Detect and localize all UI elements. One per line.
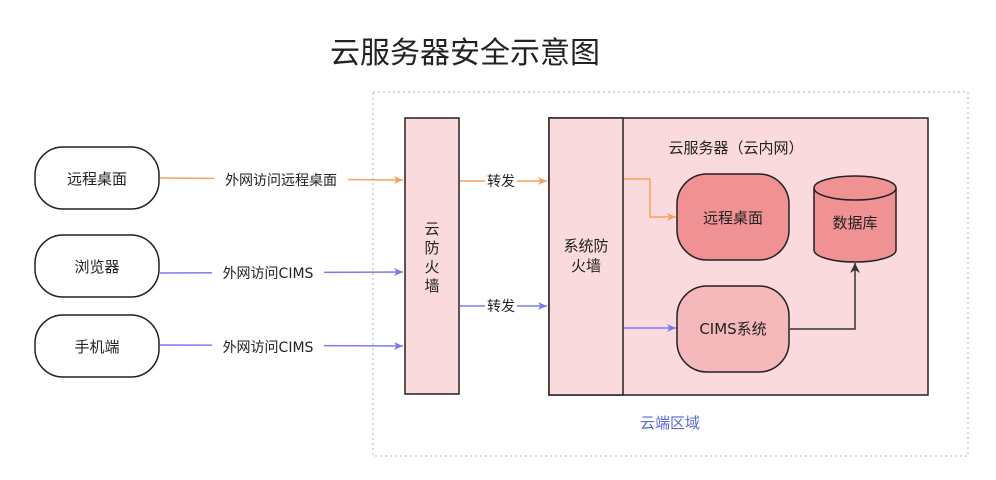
client-mobile-label: 手机端 <box>74 338 119 356</box>
edge-label-remote: 外网访问远程桌面 <box>225 173 337 189</box>
client-remote-desktop: 远程桌面 <box>34 146 160 210</box>
cloud-server-label: 云服务器（云内网） <box>668 139 803 157</box>
cloud-firewall-char-2: 防 <box>424 239 439 257</box>
cloud-firewall-char-4: 墙 <box>424 277 439 295</box>
system-firewall-line-1: 系统防 <box>563 237 608 255</box>
cloud-zone-label: 云端区域 <box>640 414 700 432</box>
client-browser-label: 浏览器 <box>74 258 119 276</box>
server-remote-desktop: 远程桌面 <box>676 173 790 261</box>
cloud-firewall-char-1: 云 <box>424 220 439 238</box>
database-label: 数据库 <box>832 214 877 232</box>
diagram-title: 云服务器安全示意图 <box>330 36 600 71</box>
cloud-firewall: 云 防 火 墙 <box>404 117 460 395</box>
server-cims: CIMS系统 <box>676 285 790 373</box>
client-browser: 浏览器 <box>34 234 160 298</box>
edge-label-forward-bottom: 转发 <box>487 299 515 315</box>
server-remote-desktop-label: 远程桌面 <box>703 209 763 227</box>
database: 数据库 <box>813 175 897 263</box>
edge-label-browser: 外网访问CIMS <box>223 266 314 282</box>
edge-label-mobile: 外网访问CIMS <box>223 340 314 356</box>
cloud-zone-border <box>372 91 969 457</box>
arrow-cims-to-database <box>790 263 860 330</box>
server-cims-label: CIMS系统 <box>699 320 766 338</box>
edge-label-forward-top-text: 转发 <box>487 174 515 190</box>
arrow-firewall-to-remote-desktop <box>624 178 676 221</box>
system-firewall: 系统防 火墙 <box>548 117 624 396</box>
cloud-firewall-char-3: 火 <box>424 258 439 276</box>
client-remote-desktop-label: 远程桌面 <box>67 170 127 188</box>
client-mobile: 手机端 <box>34 314 160 378</box>
system-firewall-line-2: 火墙 <box>571 257 601 275</box>
